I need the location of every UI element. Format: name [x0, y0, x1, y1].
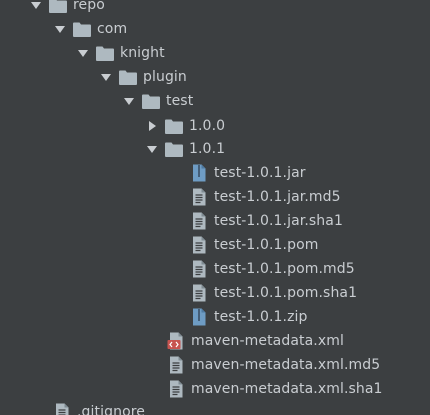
tree-row-label: test	[166, 93, 194, 109]
tree-row-test-pom-md5[interactable]: test-1.0.1.pom.md5	[0, 257, 430, 281]
folder-icon	[165, 140, 183, 158]
text-file-icon	[190, 212, 208, 230]
tree-row-test-pom[interactable]: test-1.0.1.pom	[0, 233, 430, 257]
tree-row-test-jar-sha1[interactable]: test-1.0.1.jar.sha1	[0, 209, 430, 233]
folder-icon	[73, 20, 91, 38]
text-file-icon	[167, 356, 185, 374]
tree-row-label: maven-metadata.xml	[191, 333, 344, 349]
folder-icon	[49, 0, 67, 14]
tree-row-gitignore[interactable]: .gitignore	[0, 400, 430, 415]
tree-row-label: com	[97, 21, 128, 37]
tree-row-test-zip[interactable]: test-1.0.1.zip	[0, 305, 430, 329]
text-file-icon	[167, 380, 185, 398]
tree-row-label: .gitignore	[77, 404, 145, 415]
folder-icon	[96, 44, 114, 62]
archive-file-icon	[190, 308, 208, 326]
tree-row-maven-metadata-xml[interactable]: maven-metadata.xml	[0, 329, 430, 353]
archive-file-icon	[190, 164, 208, 182]
chevron-down-icon[interactable]	[29, 0, 43, 12]
tree-row-label: test-1.0.1.jar.md5	[214, 189, 341, 205]
text-file-icon	[190, 188, 208, 206]
tree-row-label: test-1.0.1.jar.sha1	[214, 213, 343, 229]
tree-row-test[interactable]: test	[0, 89, 430, 113]
tree-row-1-0-0[interactable]: 1.0.0	[0, 114, 430, 138]
tree-row-1-0-1[interactable]: 1.0.1	[0, 137, 430, 161]
chevron-down-icon[interactable]	[122, 94, 136, 108]
tree-row-com[interactable]: com	[0, 17, 430, 41]
text-file-icon	[190, 260, 208, 278]
tree-row-repo[interactable]: repo	[0, 0, 430, 17]
tree-row-label: test-1.0.1.pom.md5	[214, 261, 355, 277]
folder-icon	[119, 68, 137, 86]
tree-row-label: test-1.0.1.pom.sha1	[214, 285, 358, 301]
folder-icon	[142, 92, 160, 110]
tree-row-label: knight	[120, 45, 165, 61]
tree-row-label: maven-metadata.xml.sha1	[191, 381, 383, 397]
tree-row-label: 1.0.1	[189, 141, 226, 157]
tree-row-label: repo	[73, 0, 105, 13]
tree-row-maven-metadata-xml-md5[interactable]: maven-metadata.xml.md5	[0, 353, 430, 377]
tree-row-label: test-1.0.1.jar	[214, 165, 306, 181]
chevron-down-icon[interactable]	[76, 46, 90, 60]
xml-file-icon	[167, 332, 185, 350]
chevron-down-icon[interactable]	[53, 22, 67, 36]
chevron-right-icon[interactable]	[145, 119, 159, 133]
text-file-icon	[53, 403, 71, 415]
folder-icon	[165, 117, 183, 135]
tree-row-label: maven-metadata.xml.md5	[191, 357, 381, 373]
text-file-icon	[190, 284, 208, 302]
text-file-icon	[190, 236, 208, 254]
tree-row-plugin[interactable]: plugin	[0, 65, 430, 89]
tree-row-label: test-1.0.1.zip	[214, 309, 308, 325]
tree-row-knight[interactable]: knight	[0, 41, 430, 65]
tree-row-test-jar[interactable]: test-1.0.1.jar	[0, 161, 430, 185]
chevron-down-icon[interactable]	[145, 142, 159, 156]
tree-row-maven-metadata-xml-sha1[interactable]: maven-metadata.xml.sha1	[0, 377, 430, 401]
tree-row-label: 1.0.0	[189, 118, 226, 134]
tree-row-label: test-1.0.1.pom	[214, 237, 319, 253]
tree-row-test-pom-sha1[interactable]: test-1.0.1.pom.sha1	[0, 281, 430, 305]
tree-row-label: plugin	[143, 69, 187, 85]
tree-row-test-jar-md5[interactable]: test-1.0.1.jar.md5	[0, 185, 430, 209]
chevron-down-icon[interactable]	[99, 70, 113, 84]
